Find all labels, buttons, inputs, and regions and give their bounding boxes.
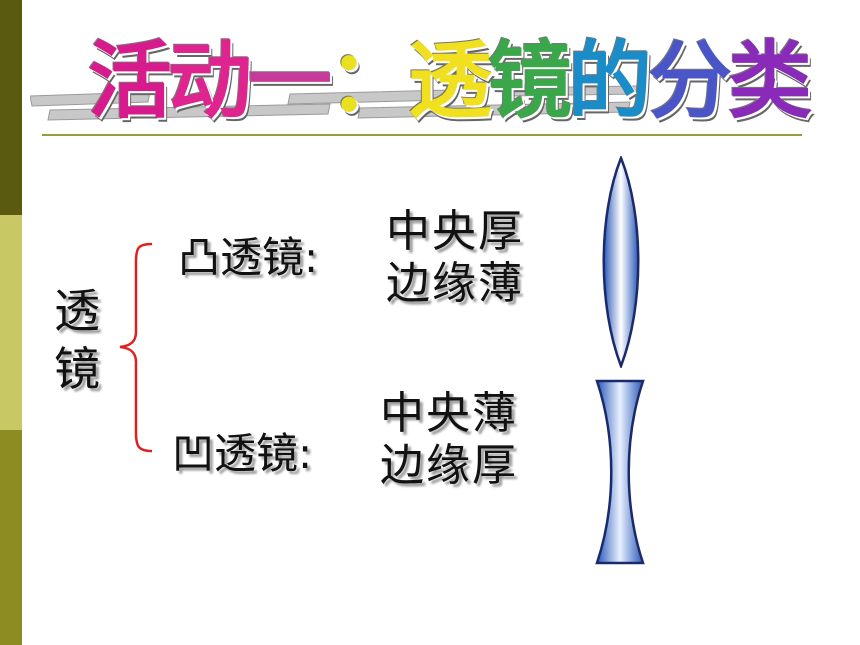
convex-desc-line-2: 边缘薄 bbox=[386, 258, 524, 309]
convex-lens-diagram bbox=[602, 156, 640, 368]
side-bar-segment-middle bbox=[0, 215, 22, 430]
title-shadow-decoration bbox=[30, 85, 641, 121]
concave-desc-line-1: 中央薄 bbox=[380, 388, 518, 439]
convex-lens-label: 凸透镜: bbox=[178, 233, 319, 282]
lens-main-label-char-1: 透 bbox=[54, 284, 100, 338]
title-char-1: 活 bbox=[88, 32, 172, 130]
lens-main-label: 透 镜 bbox=[54, 282, 114, 398]
title-char-3: 一 bbox=[248, 32, 332, 130]
title-char-7: 的 bbox=[568, 32, 652, 130]
title-divider bbox=[42, 134, 802, 136]
convex-desc-line-1: 中央厚 bbox=[386, 206, 524, 257]
side-bar bbox=[0, 0, 22, 645]
classification-brace bbox=[119, 242, 153, 453]
title-char-8: 分 bbox=[648, 32, 732, 130]
title-char-5: 透 bbox=[408, 32, 492, 130]
lens-main-label-char-2: 镜 bbox=[54, 342, 100, 396]
title-char-2: 动 bbox=[168, 32, 252, 130]
side-bar-segment-bottom bbox=[0, 430, 22, 645]
page-title: 活动一：透镜的分类 bbox=[88, 26, 812, 136]
title-char-9: 类 bbox=[728, 32, 812, 130]
concave-lens-diagram bbox=[595, 379, 645, 565]
side-bar-segment-top bbox=[0, 0, 22, 215]
concave-desc-line-2: 边缘厚 bbox=[380, 440, 518, 491]
title-char-6: 镜 bbox=[488, 32, 572, 130]
concave-lens-label: 凹透镜: bbox=[172, 429, 313, 478]
convex-lens-description: 中央厚 边缘薄 bbox=[386, 206, 524, 310]
title-char-4: ： bbox=[328, 32, 412, 130]
concave-lens-description: 中央薄 边缘厚 bbox=[380, 388, 518, 492]
